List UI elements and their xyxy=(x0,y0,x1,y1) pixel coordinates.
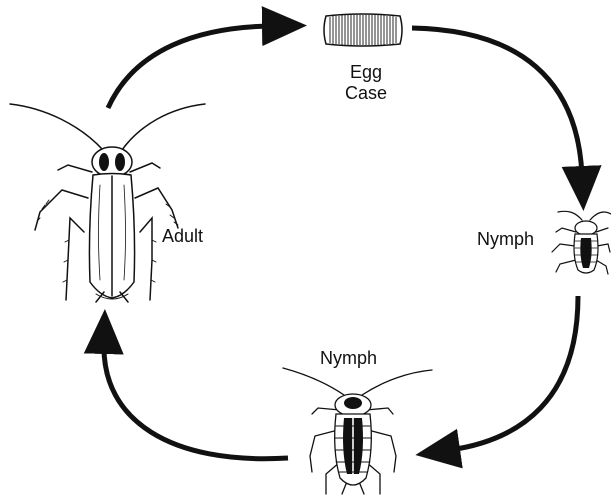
arrow-nymph-to-adult xyxy=(104,344,288,459)
small-nymph-illustration xyxy=(552,211,611,274)
egg-case-label: Egg Case xyxy=(336,62,396,104)
egg-case-illustration xyxy=(324,14,402,46)
arrow-nymph-to-nymph xyxy=(450,296,578,450)
nymph-bottom-label: Nymph xyxy=(320,348,377,369)
adult-cockroach-illustration xyxy=(10,104,205,302)
adult-label: Adult xyxy=(162,226,203,247)
nymph-right-label: Nymph xyxy=(477,229,534,250)
egg-case-label-line2: Case xyxy=(336,83,396,104)
arrow-egg-to-nymph xyxy=(412,28,582,176)
egg-case-label-line1: Egg xyxy=(336,62,396,83)
arrow-adult-to-egg xyxy=(108,26,272,108)
large-nymph-illustration xyxy=(283,368,432,494)
